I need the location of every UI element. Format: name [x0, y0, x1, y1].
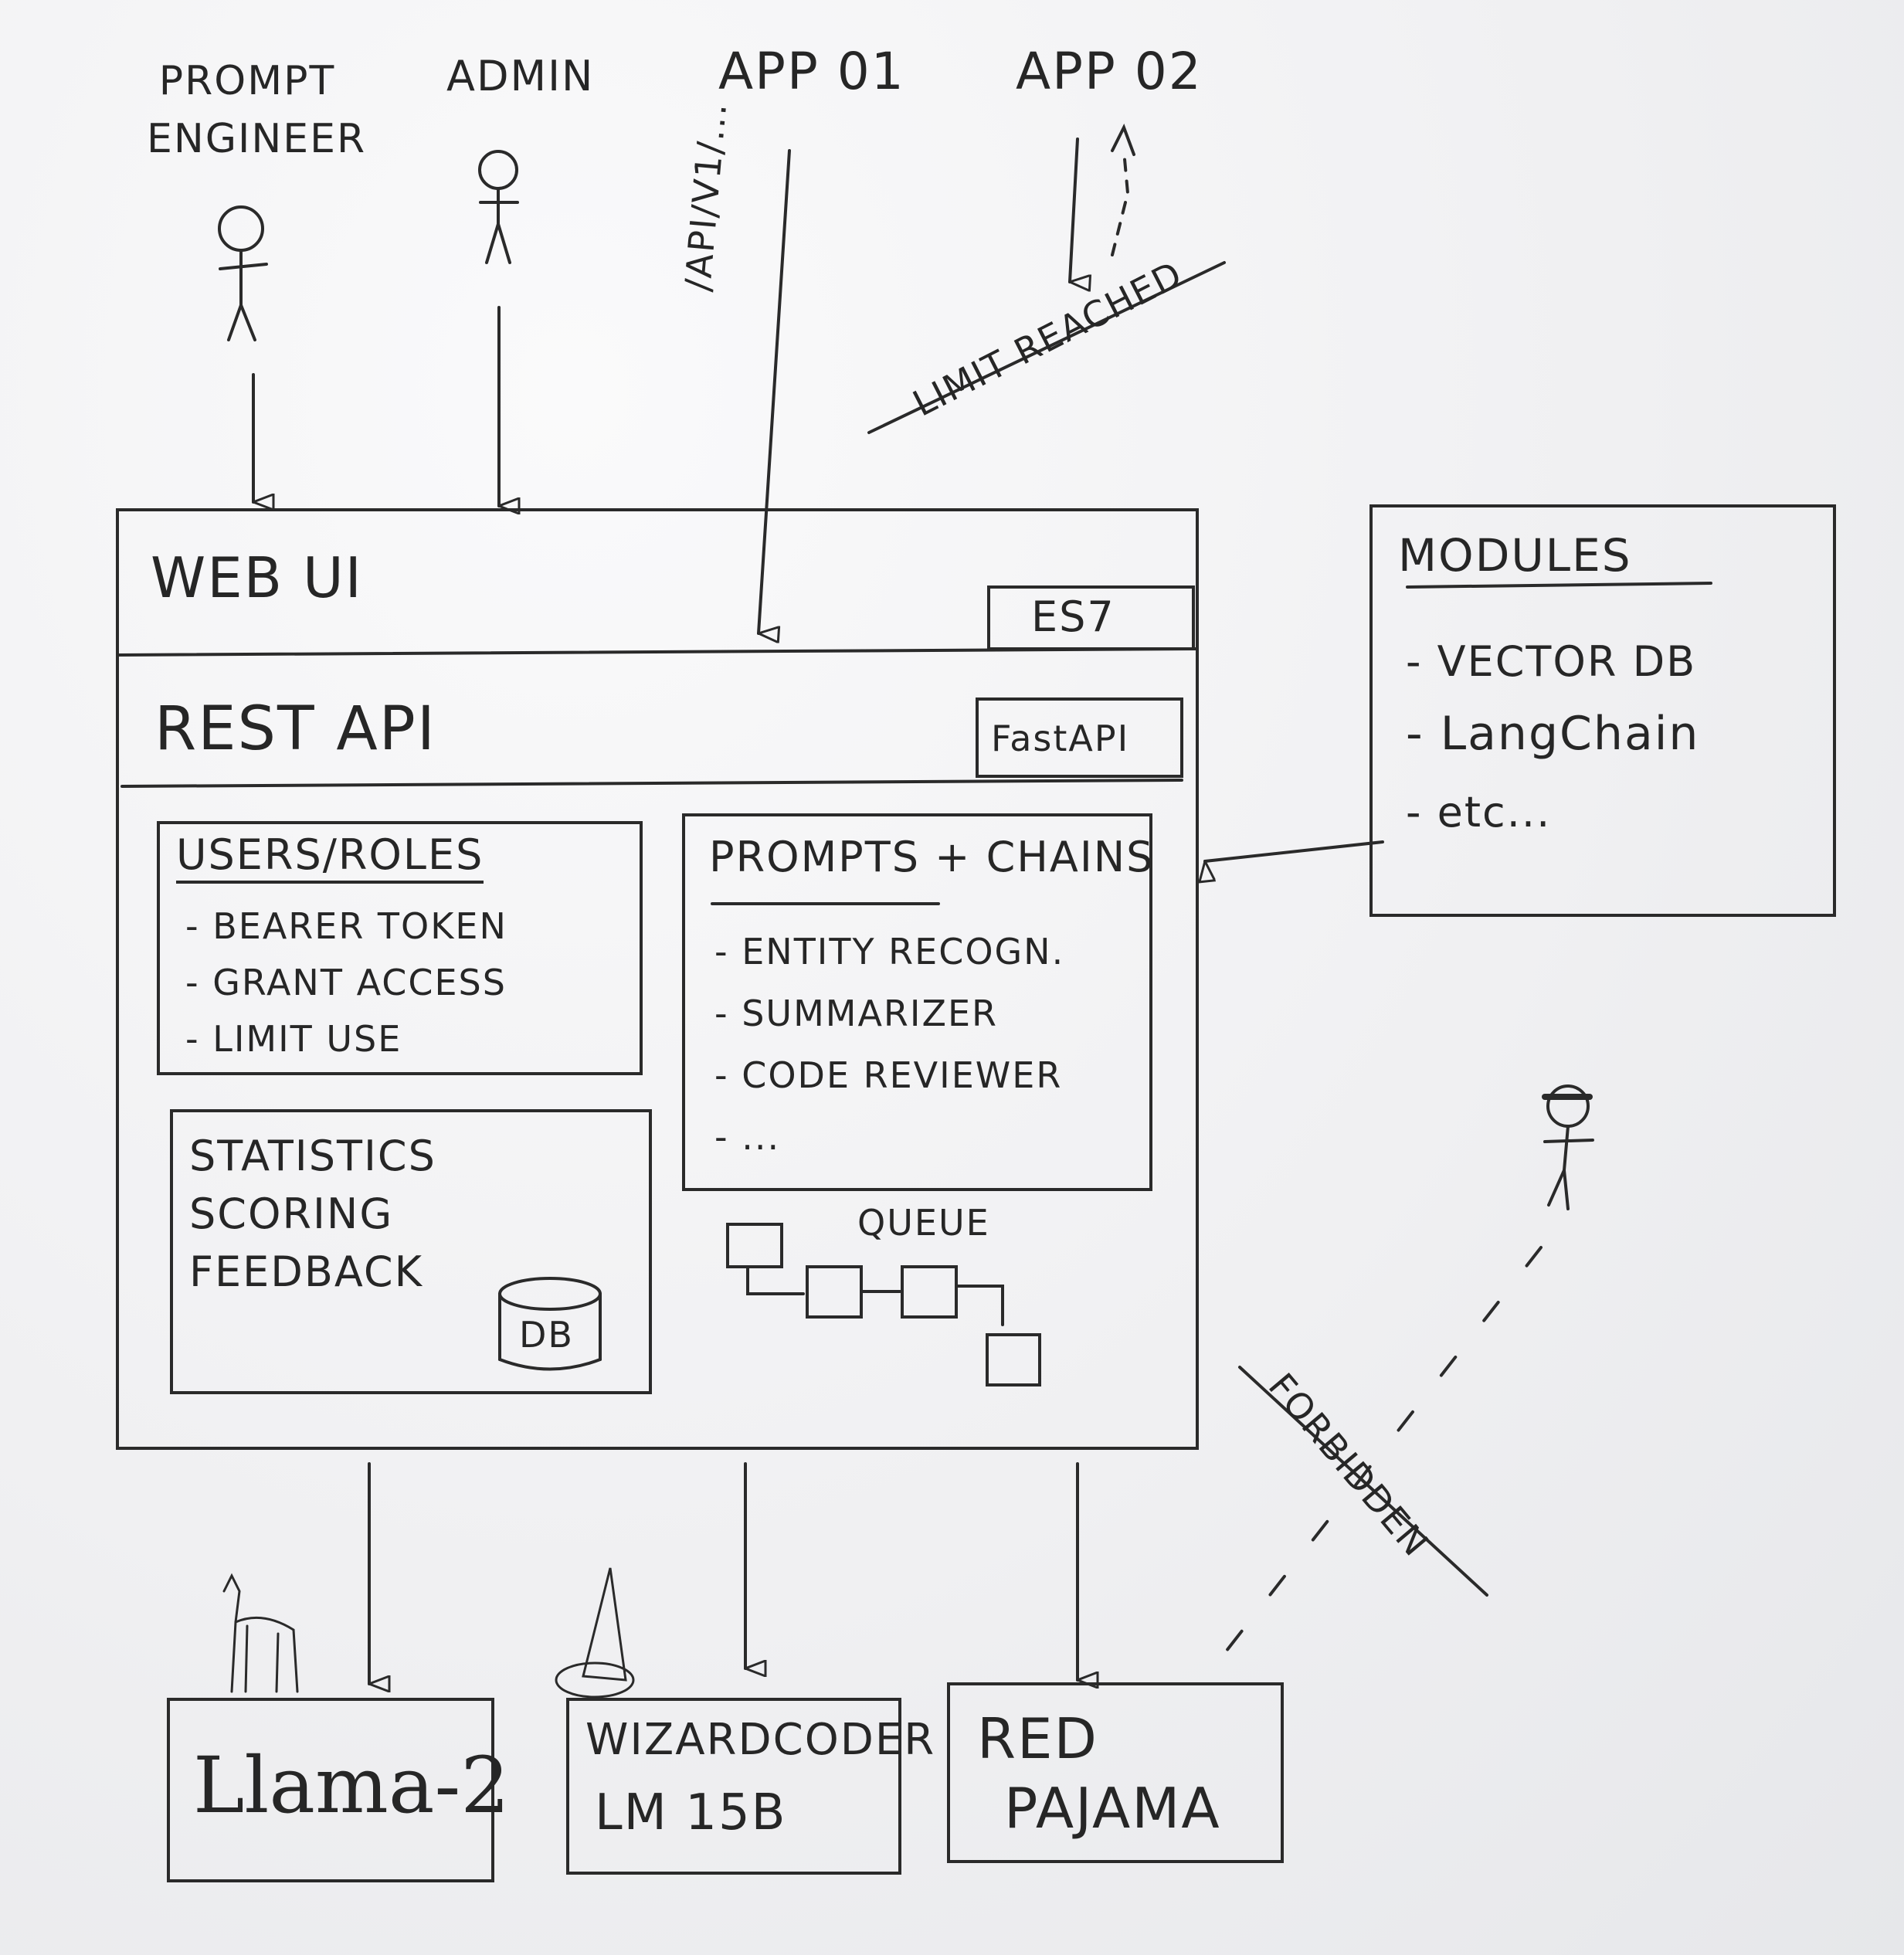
llama-drawing [222, 1573, 299, 1693]
users-roles-title: USERS/ROLES [176, 834, 484, 884]
prompt-engineer-label: PROMPT ENGINEER [147, 58, 367, 163]
wizard-hat-drawing [555, 1567, 635, 1699]
prompts-chains-title: PROMPTS + CHAINS [709, 833, 1155, 881]
stats-line: FEEDBACK [189, 1247, 424, 1296]
prompt-engineer-figure [218, 205, 268, 341]
prompt-engineer-label-line1: PROMPT ENGINEER [147, 53, 367, 169]
modules-arrow [1205, 840, 1384, 861]
db-cylinder [498, 1277, 602, 1371]
users-roles-box [157, 821, 643, 1075]
db-label: DB [519, 1314, 574, 1356]
stats-line: SCORING [189, 1190, 394, 1238]
redpajama-box [947, 1682, 1284, 1863]
app01-arrow [759, 149, 791, 633]
wizardcoder-label-line1: WIZARDCODER [585, 1715, 936, 1765]
users-roles-item: - BEARER TOKEN [185, 905, 507, 947]
queue-label: QUEUE [857, 1202, 990, 1244]
modules-item: - LangChain [1406, 707, 1700, 761]
llama-box [167, 1698, 494, 1882]
rest-api-title: REST API [154, 694, 436, 764]
app02-dashed-return [1111, 149, 1130, 256]
prompts-chains-item: - SUMMARIZER [714, 993, 999, 1034]
redpajama-label-line1: RED [977, 1706, 1098, 1771]
modules-item: - VECTOR DB [1406, 637, 1697, 686]
web-ui-title: WEB UI [151, 545, 363, 610]
statistics-box [170, 1109, 652, 1394]
app02-label: APP 02 [1016, 42, 1203, 101]
prompts-chains-item: - ENTITY RECOGN. [714, 931, 1065, 972]
forbidden-barrier [1238, 1366, 1488, 1597]
rest-api-tech: FastAPI [991, 718, 1130, 759]
wizardcoder-box [566, 1698, 901, 1875]
limit-reached-barrier [867, 261, 1226, 434]
attacker-dashed-arrow [1211, 1246, 1543, 1670]
attacker-figure [1542, 1084, 1594, 1210]
prompts-chains-item: - CODE REVIEWER [714, 1054, 1063, 1096]
llama-label: Llama-2 [193, 1740, 510, 1831]
users-roles-item: - LIMIT USE [185, 1018, 402, 1060]
wizardcoder-label-line2: LM 15B [595, 1784, 787, 1841]
modules-title: MODULES [1398, 529, 1632, 582]
app02-arrow [1070, 137, 1078, 282]
modules-item: - etc... [1406, 788, 1552, 837]
server-outer-box [116, 508, 1199, 1450]
admin-label: ADMIN [446, 52, 595, 100]
prompts-chains-item: - ... [714, 1116, 781, 1158]
app01-label: APP 01 [718, 42, 905, 101]
prompts-chains-box [682, 813, 1152, 1191]
modules-box [1369, 504, 1836, 917]
web-ui-tech: ES7 [1031, 592, 1115, 641]
admin-figure [478, 150, 519, 264]
stats-line: STATISTICS [189, 1132, 436, 1180]
users-roles-item: - GRANT ACCESS [185, 962, 507, 1003]
queue-sketch [726, 1223, 1041, 1386]
redpajama-label-line2: PAJAMA [1004, 1776, 1221, 1841]
